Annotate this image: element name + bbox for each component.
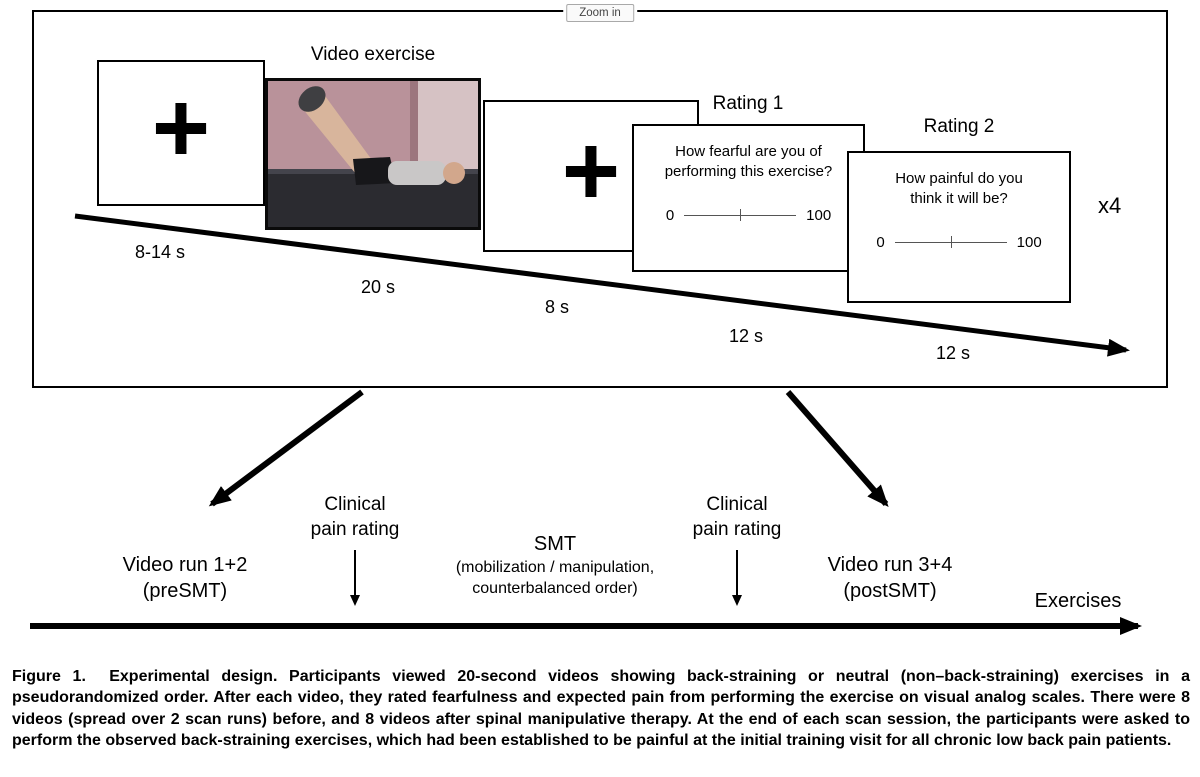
figure-caption-text: Experimental design. Participants viewed… bbox=[12, 668, 1191, 749]
fixation-cross: + bbox=[151, 72, 211, 184]
figure-caption-label: Figure 1. bbox=[12, 668, 86, 685]
rating1-vas-scale: 0 100 bbox=[666, 207, 831, 224]
vas-line bbox=[684, 208, 797, 222]
timing-label: 8 s bbox=[544, 297, 569, 317]
rating1-card: How fearful are you of performing this e… bbox=[632, 124, 865, 272]
zoom-in-button[interactable]: Zoom in bbox=[566, 4, 634, 22]
vas-min-label: 0 bbox=[876, 233, 885, 251]
exercise-video-frame bbox=[265, 78, 481, 230]
timing-label: 12 s bbox=[728, 326, 764, 346]
smt-title: SMT bbox=[533, 533, 577, 555]
rating1-question: How fearful are you of performing this e… bbox=[664, 143, 833, 181]
fixation-cross: + bbox=[561, 115, 621, 227]
rating2-question: How painful do you think it will be? bbox=[895, 170, 1023, 208]
video-run-pre-label: Video run 1+2 (preSMT) bbox=[122, 554, 248, 603]
video-run-post-label: Video run 3+4 (postSMT) bbox=[827, 554, 953, 603]
figure-caption: Figure 1. Experimental design. Participa… bbox=[12, 666, 1190, 751]
vas-min-label: 0 bbox=[665, 206, 675, 224]
vas-line bbox=[894, 235, 1007, 249]
repeat-x4-label: x4 bbox=[1098, 193, 1122, 218]
clinical-pain-rating-right: Clinical pain rating bbox=[692, 494, 782, 541]
diverge-arrow-left bbox=[208, 389, 364, 507]
exercises-label: Exercises bbox=[1034, 590, 1122, 612]
video-exercise-label: Video exercise bbox=[310, 44, 436, 65]
timing-label: 20 s bbox=[360, 277, 396, 297]
rating1-title: Rating 1 bbox=[712, 93, 784, 114]
vas-max-label: 100 bbox=[1016, 233, 1042, 251]
timing-label: 12 s bbox=[935, 343, 971, 363]
rating2-title: Rating 2 bbox=[923, 116, 995, 137]
smt-subtitle: (mobilization / manipulation, counterbal… bbox=[455, 559, 655, 598]
rating2-vas-scale: 0 100 bbox=[876, 234, 1041, 251]
clinical-pain-rating-left: Clinical pain rating bbox=[310, 494, 400, 541]
exercise-photo bbox=[268, 81, 478, 227]
timing-label: 8-14 s bbox=[134, 242, 186, 262]
fixation-card-1: + bbox=[97, 60, 265, 206]
rating2-card: How painful do you think it will be? 0 1… bbox=[847, 151, 1071, 303]
vas-max-label: 100 bbox=[806, 206, 832, 224]
diverge-arrow-right bbox=[785, 390, 889, 508]
